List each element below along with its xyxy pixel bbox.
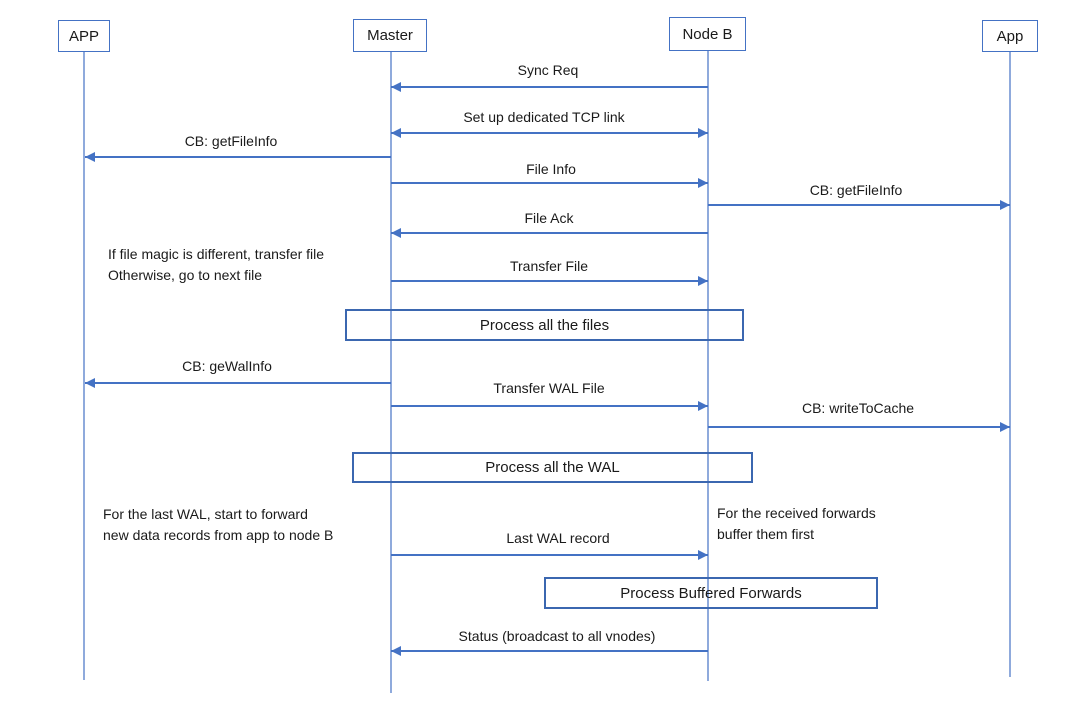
actor-box-app-left: APP [58,20,110,52]
message-label: Set up dedicated TCP link [463,109,625,125]
actor-box-app-right: App [982,20,1038,52]
actor-box-node-b: Node B [669,17,746,51]
message-label: Sync Req [517,62,579,78]
note-file-magic-line: Otherwise, go to next file [108,267,263,283]
message-line-master-to-node-b [391,554,708,556]
lifeline-app-left [83,52,85,680]
message-line-master-to-node-b [391,182,708,184]
message-line-master-to-node-b [391,405,708,407]
process-box: Process Buffered Forwards [544,577,878,609]
message-label: CB: getFileInfo [809,182,903,198]
arrowhead-right-icon [698,550,708,560]
lifeline-app-right [1009,52,1011,677]
message-label: CB: getFileInfo [184,133,278,149]
arrowhead-left-icon [391,82,401,92]
arrowhead-left-icon [85,152,95,162]
message-line-master-to-app-left [85,382,391,384]
message-label: Transfer File [509,258,589,274]
arrowhead-right-icon [1000,422,1010,432]
lifeline-master [390,52,392,693]
arrowhead-right-icon [698,401,708,411]
message-label: File Ack [524,210,574,226]
arrowhead-left-icon [391,128,401,138]
message-label: CB: writeToCache [801,400,915,416]
note-last-wal-line: new data records from app to node B [103,527,334,543]
message-label: Last WAL record [506,530,610,546]
actor-box-master: Master [353,19,427,52]
note-file-magic: If file magic is different, transfer fil… [108,244,324,286]
message-label: Transfer WAL File [493,380,605,396]
message-line-master-to-node-b [391,132,708,134]
note-last-wal: For the last WAL, start to forward new da… [103,504,333,546]
note-file-magic-line: If file magic is different, transfer fil… [108,246,325,262]
message-line-node-b-to-master [391,650,708,652]
process-box: Process all the files [345,309,744,341]
actor-label-app-right: App [996,27,1024,45]
message-line-node-b-to-master [391,86,708,88]
note-last-wal-line: For the last WAL, start to forward [103,506,308,522]
arrowhead-right-icon [698,276,708,286]
lifeline-node-b [707,51,709,681]
message-line-node-b-to-master [391,232,708,234]
process-box: Process all the WAL [352,452,753,483]
arrowhead-left-icon [391,646,401,656]
arrowhead-right-icon [698,128,708,138]
message-line-master-to-node-b [391,280,708,282]
note-received-forwards-line: For the received forwards [717,505,876,521]
arrowhead-left-icon [391,228,401,238]
process-box-label: Process all the WAL [485,459,620,476]
message-line-master-to-app-left [85,156,391,158]
message-line-node-b-to-app-right [708,204,1010,206]
actor-label-node-b: Node B [682,25,733,43]
note-received-forwards: For the received forwards buffer them fir… [717,503,876,545]
arrowhead-right-icon [1000,200,1010,210]
message-label: File Info [526,161,576,177]
actor-label-master: Master [367,27,413,44]
message-label: CB: geWalInfo [182,358,272,374]
arrowhead-right-icon [698,178,708,188]
message-label: Status (broadcast to all vnodes) [458,628,656,644]
note-received-forwards-line: buffer them first [717,526,815,542]
process-box-label: Process Buffered Forwards [620,584,802,602]
actor-label-app-left: APP [68,27,99,45]
process-box-label: Process all the files [479,316,610,334]
message-line-node-b-to-app-right [708,426,1010,428]
arrowhead-left-icon [85,378,95,388]
